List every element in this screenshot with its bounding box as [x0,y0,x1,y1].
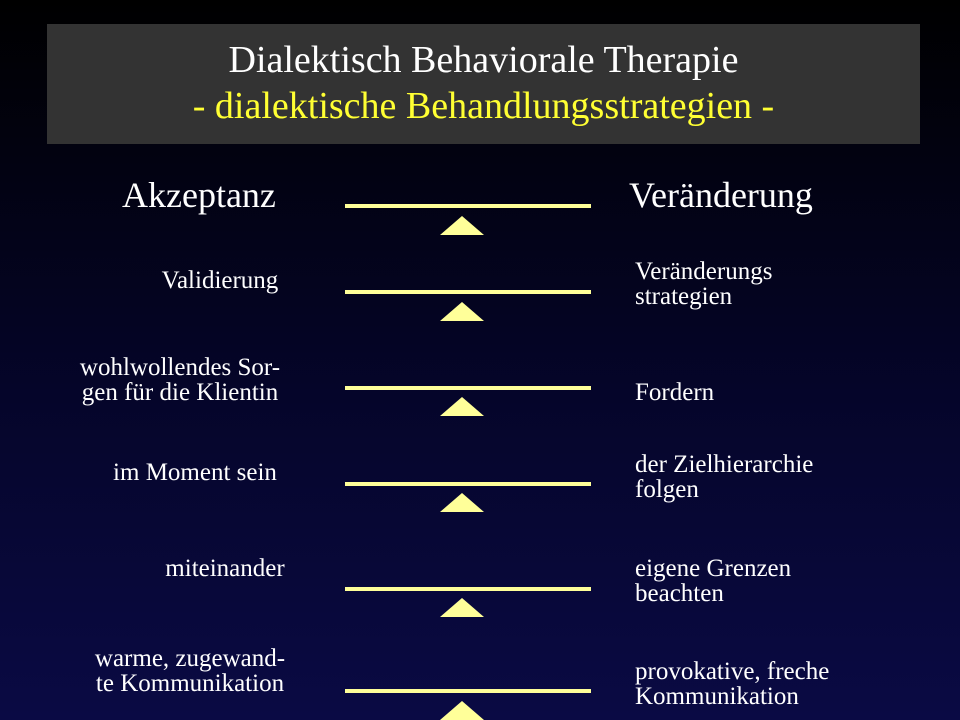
slide-subtitle: - dialektische Behandlungsstrategien - [192,85,775,127]
row-2-right-label: Fordern [635,380,714,405]
row-3-left-text: im Moment sein [113,459,277,486]
heading-veraenderung: Veränderung [629,175,813,215]
balance-beam-3 [345,482,591,486]
balance-fulcrum-2 [440,397,484,416]
row-1-left-label: Validierung [120,268,320,293]
row-2-left-text: wohlwollendes Sor-gen für die Klientin [79,354,281,406]
row-5-left-text: warme, zugewand-te Kommunikation [94,645,286,697]
balance-beam-5 [345,689,591,693]
balance-fulcrum-1 [440,302,484,321]
balance-fulcrum-4 [440,598,484,617]
balance-beam-4 [345,587,591,591]
row-4-left-text: miteinander [165,555,285,582]
heading-akzeptanz: Akzeptanz [122,175,276,215]
row-3-left-label: im Moment sein [70,460,320,485]
balance-beam-top [345,204,591,208]
balance-beam-1 [345,290,591,294]
row-4-left-label: miteinander [110,556,340,581]
balance-beam-2 [345,386,591,390]
row-2-right-text: Fordern [635,379,715,406]
balance-fulcrum-top [440,216,484,235]
row-5-left-label: warme, zugewand-te Kommunikation [50,646,330,696]
row-1-left-text: Validierung [161,267,279,294]
title-box: Dialektisch Behaviorale Therapie - diale… [47,24,920,144]
balance-fulcrum-5 [440,701,484,720]
slide-title: Dialektisch Behaviorale Therapie [228,39,739,81]
balance-fulcrum-3 [440,493,484,512]
row-2-left-label: wohlwollendes Sor-gen für die Klientin [40,355,320,405]
